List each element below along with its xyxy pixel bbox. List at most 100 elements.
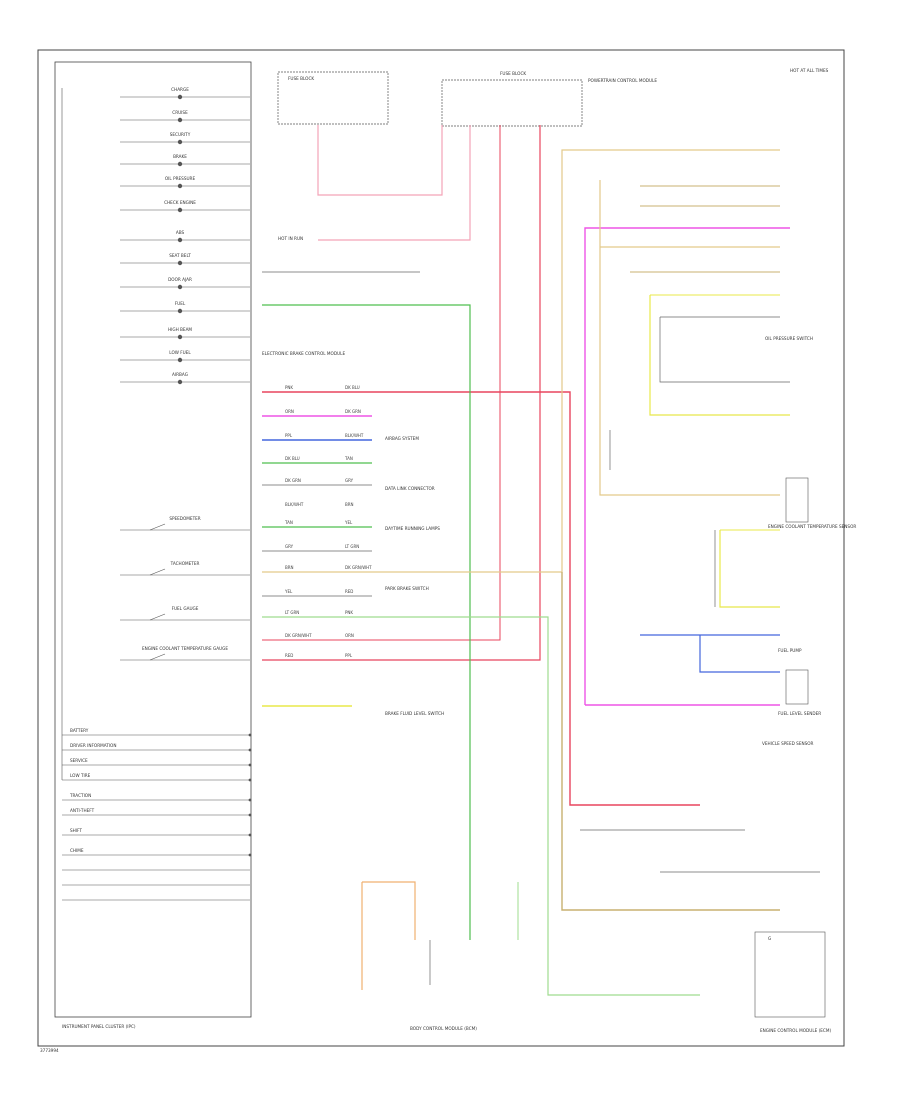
lower-pin: [248, 763, 252, 767]
indicator-label: BRAKE: [173, 154, 187, 159]
wire-color-label: TAN: [284, 520, 293, 525]
indicator-lamp: [177, 207, 183, 213]
fuse-block-left-label: FUSE BLOCK: [288, 76, 314, 81]
indicator-label: LOW FUEL: [169, 350, 191, 355]
wire-yellow-coolant: [719, 530, 780, 608]
indicator-label: DOOR AJAR: [168, 277, 192, 282]
wire-tan-top: [262, 149, 780, 573]
indicator-lamp: [177, 237, 183, 243]
gauge-label: FUEL GAUGE: [172, 606, 199, 611]
lower-label: SERVICE: [70, 758, 88, 763]
indicator-label: FUEL: [175, 301, 186, 306]
indicator-label: ABS: [176, 230, 185, 235]
oil-switch-label: OIL PRESSURE SWITCH: [765, 336, 813, 341]
gauge-switch: [149, 653, 166, 661]
circuit-number: BLK/WHT: [345, 433, 364, 438]
gauge-label: ENGINE COOLANT TEMPERATURE GAUGE: [142, 646, 228, 651]
lower-pin: [248, 748, 252, 752]
wire-color-label: DK GRN/WHT: [285, 633, 312, 638]
gauge-label: TACHOMETER: [170, 561, 200, 566]
lower-label: TRACTION: [69, 793, 91, 798]
circuit-number: TAN: [344, 456, 353, 461]
indicator-lamp: [177, 284, 183, 290]
wire-orange-bcm: [362, 881, 416, 940]
fuel-sender-label: FUEL LEVEL SENDER: [778, 711, 821, 716]
gauge-label: SPEEDOMETER: [169, 516, 200, 521]
wire-color-label: RED: [285, 653, 293, 658]
wire-gray-7: [659, 317, 790, 383]
lower-label: ANTI-THEFT: [70, 808, 95, 813]
figure-code: 3773994: [40, 1048, 59, 1053]
wire-magenta-right: [584, 227, 790, 705]
circuit-number: PNK: [345, 610, 353, 615]
lower-pin: [248, 813, 252, 817]
fuse-block-center: FUSE BLOCK POWERTRAIN CONTROL MODULE: [441, 71, 657, 127]
circuit-number: YEL: [344, 520, 353, 525]
indicator-lamp: [177, 183, 183, 189]
wire-pink-top: [317, 125, 443, 196]
ecm-connector-label: ELECTRONIC BRAKE CONTROL MODULE: [262, 351, 345, 356]
wire-color-label: GRY: [285, 544, 294, 549]
wire-color-label: DK GRN: [285, 478, 301, 483]
module-center-label: POWERTRAIN CONTROL MODULE: [588, 78, 657, 83]
wire-color-label: PPL: [285, 433, 293, 438]
lower-pin: [248, 833, 252, 837]
footer-cluster-label: INSTRUMENT PANEL CLUSTER (IPC): [62, 1024, 136, 1029]
wire-color-label: PNK: [285, 385, 293, 390]
wire-yellow-r: [649, 295, 790, 416]
indicator-label: SECURITY: [170, 132, 191, 137]
right-components: HOT AT ALL TIMES OIL PRESSURE SWITCH ENG…: [754, 68, 856, 1033]
indicator-label: SEAT BELT: [169, 253, 191, 258]
lower-label: CHIME: [70, 848, 84, 853]
circuit-number: RED: [345, 589, 353, 594]
wire-tan-mid: [599, 180, 780, 496]
indicator-label: OIL PRESSURE: [165, 176, 196, 181]
data-link-label: DATA LINK CONNECTOR: [385, 486, 435, 491]
circuit-number: PPL: [345, 653, 353, 658]
wire-color-label: LT GRN: [285, 610, 299, 615]
wire-darktan: [561, 572, 780, 911]
brake-fluid-label: BRAKE FLUID LEVEL SWITCH: [385, 711, 444, 716]
indicator-lamp: [177, 357, 183, 363]
instrument-cluster-box: [54, 61, 252, 1018]
circuit-number: LT GRN: [345, 544, 359, 549]
gauge-switch: [149, 523, 166, 531]
circuit-number: ORN: [345, 633, 354, 638]
park-brake-label: PARK BRAKE SWITCH: [385, 586, 429, 591]
gauge-switch: [149, 613, 166, 621]
fuel-pump-label: FUEL PUMP: [778, 648, 802, 653]
circuit-number: DK GRN: [345, 409, 361, 414]
lower-pin: [248, 798, 252, 802]
bcm-label: BODY CONTROL MODULE (BCM): [410, 1026, 477, 1031]
wire-color-label: YEL: [284, 589, 293, 594]
indicator-lamp: [177, 161, 183, 167]
hot-at-all-times-label: HOT AT ALL TIMES: [790, 68, 829, 73]
coolant-sensor-label: ENGINE COOLANT TEMPERATURE SENSOR: [768, 524, 856, 529]
circuit-number: DK GRN/WHT: [345, 565, 372, 570]
indicator-label: CRUISE: [172, 110, 188, 115]
airbag-label: AIRBAG SYSTEM: [385, 436, 419, 441]
wire-pink-hot: [318, 125, 471, 241]
circuit-number: BRN: [345, 502, 354, 507]
wire-color-label: BLK/WHT: [285, 502, 304, 507]
lower-pin: [248, 853, 252, 857]
indicator-lamp: [177, 117, 183, 123]
lower-label: SHIFT: [70, 828, 82, 833]
indicator-lamp: [177, 334, 183, 340]
fuse-block-center-label: FUSE BLOCK: [500, 71, 526, 76]
hot-in-run-label: HOT IN RUN: [278, 236, 303, 241]
indicator-lamp: [177, 94, 183, 100]
wire-green-vert: [262, 304, 471, 940]
indicator-lamp: [177, 260, 183, 266]
wire-blue-right2: [699, 635, 780, 673]
lower-label: DRIVER INFORMATION: [70, 743, 116, 748]
fuse-block-left: FUSE BLOCK: [277, 71, 389, 125]
wire-red-module: [262, 125, 541, 661]
lower-label: BATTERY: [70, 728, 89, 733]
lower-pin: [248, 778, 252, 782]
lower-label: LOW TIRE: [70, 773, 91, 778]
indicator-label: CHARGE: [171, 87, 189, 92]
